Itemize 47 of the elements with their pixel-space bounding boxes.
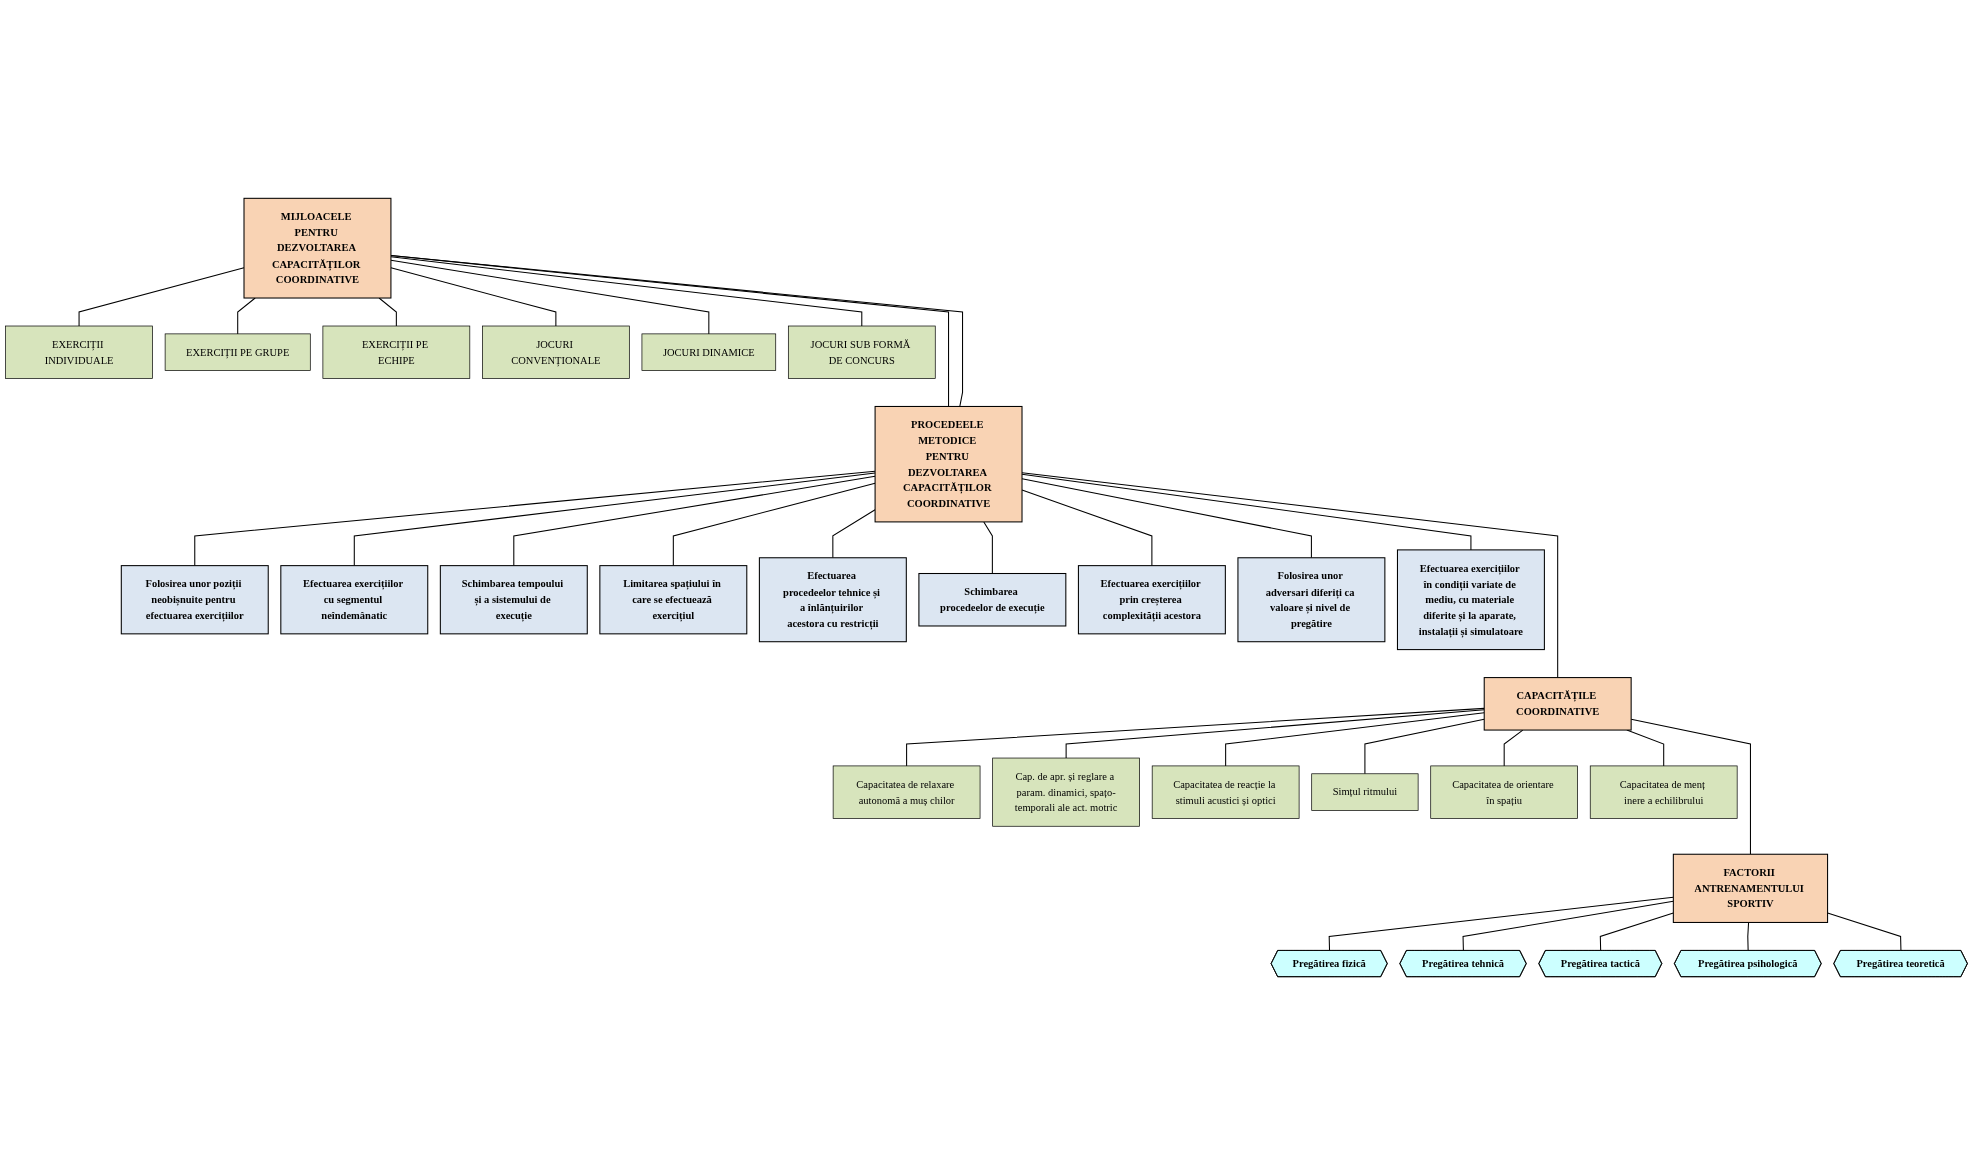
connector — [353, 472, 876, 567]
connector — [513, 475, 876, 567]
node-box: Efectuarea exercițiilor prin creșterea complexității acestora — [1077, 565, 1226, 635]
connector — [1462, 900, 1674, 952]
node-box: Schimbarea procedeelor de execuție — [918, 573, 1067, 627]
node-box: Efectuarea exercițiilor în condiții variate de mediu, cu materiale diferite și la aparate, instalații și simulatoare — [1396, 549, 1545, 651]
connector — [906, 707, 1485, 767]
node-box: Folosirea unor adversari diferiți ca valoare și nivel de pregătire — [1237, 557, 1386, 643]
connector — [390, 267, 557, 327]
connector — [672, 482, 876, 567]
node-box: CAPACITĂȚILE COORDINATIVE — [1483, 677, 1632, 731]
node-box: Capacitatea de menț inere a echilibrului — [1589, 765, 1738, 819]
node-box: Simțul ritmului — [1311, 773, 1419, 811]
connector — [378, 297, 397, 327]
node-box: JOCURI CONVENȚIONALE — [482, 325, 630, 379]
node-box: Schimbarea tempoului și a sistemului de execuție — [439, 565, 588, 635]
node-box: EXERCIȚII INDIVIDUALE — [5, 325, 153, 379]
connector — [1827, 912, 1902, 952]
connector — [237, 297, 256, 335]
node-box: PROCEDEELE METODICE PENTRU DEZVOLTAREA CAPACITĂȚILOR COORDINATIVE — [874, 405, 1023, 523]
connector — [1065, 709, 1485, 759]
connector — [1225, 712, 1485, 767]
node-box: Capacitatea de relaxare autonomă a muș chilor — [832, 765, 981, 819]
node-box: Folosirea unor poziții neobișnuite pentru efectuarea exercițiilor — [120, 565, 269, 635]
node-box: Limitarea spațiului în care se efectuează exercițiul — [599, 565, 748, 635]
connector — [390, 259, 710, 335]
connector — [390, 256, 863, 327]
node-box: Cap. de apr. și reglare a param. dinamici, spațo-temporali ale act. motric — [992, 757, 1140, 827]
connector — [1747, 921, 1750, 952]
node-box: MIJLOACELE PENTRU DEZVOLTAREA CAPACITĂȚILOR COORDINATIVE — [243, 197, 392, 299]
node-box: Efectuarea exercițiilor cu segmentul neîndemânatic — [280, 565, 429, 635]
connector — [1328, 896, 1674, 952]
connector — [832, 509, 876, 559]
node-box: Capacitatea de reacție la stimuli acustici și optici — [1151, 765, 1300, 819]
connector — [1599, 912, 1674, 952]
node-box: JOCURI DINAMICE — [641, 333, 777, 371]
node-box: Capacitatea de orientare în spațiu — [1430, 765, 1578, 819]
connector — [194, 470, 876, 567]
node-box: FACTORII ANTRENAMENTULUI SPORTIV — [1672, 853, 1829, 923]
connector — [1364, 718, 1485, 775]
connector — [983, 521, 993, 575]
connector — [78, 267, 245, 327]
node-box: EXERCIȚII PE ECHIPE — [322, 325, 471, 379]
node-box: Efectuarea procedeelor tehnice și a înlănțuirilor acestora cu restricții — [758, 557, 907, 643]
node-box: EXERCIȚII PE GRUPE — [164, 333, 311, 371]
connector — [1503, 729, 1524, 767]
node-box: JOCURI SUB FORMĂ DE CONCURS — [788, 325, 936, 379]
